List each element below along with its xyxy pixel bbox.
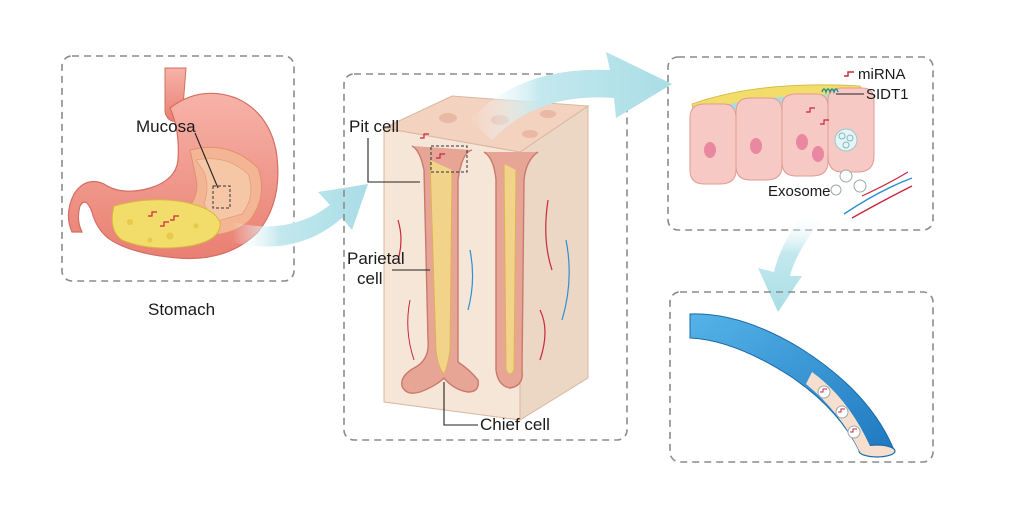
label-exosome: Exosome <box>768 183 831 200</box>
stomach-illustration <box>67 67 279 260</box>
label-parietal-cell-line1: Parietal <box>347 249 405 268</box>
stomach-panel-border <box>61 55 295 282</box>
pit-cell-leader-line <box>367 138 420 183</box>
mirna-legend-icon <box>844 71 854 77</box>
label-pit-cell: Pit cell <box>349 117 399 136</box>
epithelium-panel-border <box>667 56 934 231</box>
mucosa-leader-line <box>194 132 219 189</box>
stomach-panel: Mucosa Stomach <box>61 55 295 319</box>
blood-vessel-panel-border <box>669 291 934 463</box>
epithelium-panel: miRNA SIDT1 Exosome <box>667 56 934 231</box>
flow-arrow-1 <box>232 184 368 247</box>
gastric-gland-panel: Pit cell Parietal cell Chief cell <box>343 73 628 441</box>
label-sidt1: SIDT1 <box>866 86 909 103</box>
stomach-caption: Stomach <box>148 300 215 319</box>
chief-cell-leader-line <box>443 382 478 426</box>
blood-vessel-illustration <box>689 313 896 458</box>
label-mucosa: Mucosa <box>136 117 196 136</box>
mucosa-zoom-box <box>212 185 231 209</box>
gastric-gland-panel-border <box>343 73 628 441</box>
flow-arrow-2 <box>470 52 672 140</box>
gastric-gland-block <box>382 95 590 421</box>
label-parietal-cell-line2: cell <box>357 269 383 288</box>
label-mirna: miRNA <box>858 66 906 83</box>
epithelium-illustration <box>689 84 913 219</box>
pit-zoom-box <box>430 145 468 173</box>
blood-vessel-panel <box>669 291 934 463</box>
flow-arrow-3 <box>758 214 820 312</box>
label-chief-cell: Chief cell <box>480 415 550 434</box>
